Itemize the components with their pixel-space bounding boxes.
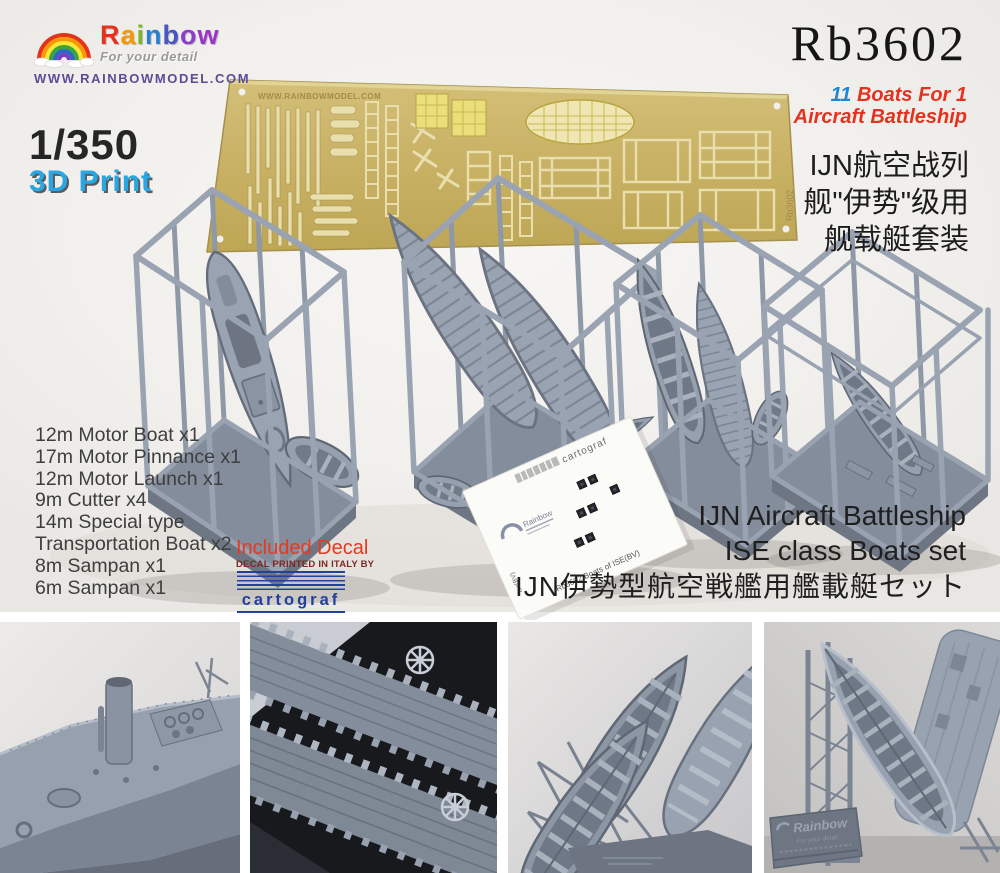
hull-deck-1	[250, 622, 497, 800]
subtitle-count: 11	[830, 84, 852, 106]
parts-list-line: 12m Motor Boat x1	[35, 424, 200, 446]
product-title-block: IJN Aircraft Battleship ISE class Boats …	[515, 498, 966, 605]
title-cn: IJN航空战列 舰"伊势"级用 舰载艇套装	[803, 148, 969, 259]
parts-list-line: 6m Sampan x1	[35, 576, 167, 599]
parts-list-line: 9m Cutter x4	[35, 489, 147, 512]
subtitle-line-2: Aircraft Battleship	[793, 106, 967, 128]
scale-label: 1/350	[29, 121, 140, 168]
print-cage-4	[761, 229, 1000, 575]
boat-on-support	[820, 641, 957, 837]
photo-stacked-boats-closeup	[508, 622, 752, 873]
title-cn-line-1: IJN航空战列	[809, 150, 969, 182]
hull-deck-2	[250, 701, 497, 873]
fret-oval-mesh	[525, 99, 635, 145]
fret-grid-panels	[415, 93, 487, 137]
ships-wheel-icon	[405, 645, 435, 675]
photo-base-brand-emboss: Rainbow	[792, 815, 848, 836]
fret-frame-parts	[466, 130, 776, 232]
product-title-jp: IJN伊勢型航空戦艦用艦載艇セット	[514, 571, 966, 602]
funnel	[98, 677, 133, 765]
rainbow-arc-icon	[34, 33, 94, 68]
brand-name: Rainbow	[100, 20, 220, 50]
included-decal-label: Included Decal	[236, 537, 369, 559]
parts-list-line: 8m Sampan x1	[35, 554, 167, 577]
product-title-en-1: IJN Aircraft Battleship	[698, 500, 966, 531]
parts-list-line: Transportation Boat x2	[35, 532, 232, 555]
photo-base-tagline-emboss: For your detail	[796, 834, 839, 845]
photo-boat-on-supports-closeup: Rainbow For your detail	[764, 622, 1000, 873]
photo-hull-interior-closeup	[250, 622, 497, 873]
decal-sheet-illustration: cartograf Rainbow	[462, 416, 695, 620]
decal-marks	[573, 473, 621, 548]
parts-list-line: 14m Special type	[35, 511, 185, 534]
brand-website: WWW.RAINBOWMODEL.COM	[34, 71, 251, 86]
main-photo: WWW.RAINBOWMODEL.COM Rb3602	[0, 0, 1000, 620]
resin-print-clusters-illustration: cartograf Rainbow	[50, 160, 1000, 620]
title-cn-line-2: 舰"伊势"级用	[803, 187, 969, 219]
brand-tagline: For your detail	[100, 49, 198, 64]
cartograf-bars	[237, 571, 345, 590]
ships-wheel-icon	[440, 792, 470, 822]
title-cn-line-3: 舰载艇套装	[823, 224, 969, 256]
decal-printed-by-label: DECAL PRINTED IN ITALY BY	[236, 559, 375, 570]
parts-list-line: 12m Motor Launch x1	[35, 467, 224, 490]
print-base	[568, 830, 752, 873]
deckhouse	[149, 699, 223, 747]
product-subtitle: 11 Boats For 1 Aircraft Battleship	[794, 84, 967, 128]
fret-ladder-parts	[365, 101, 533, 241]
decal-barcode	[514, 456, 560, 484]
stacked-boat	[508, 704, 672, 873]
stacked-boat-partial	[645, 632, 752, 851]
photo-motor-boat-closeup	[0, 622, 240, 873]
print-type-label: 3D Print	[29, 165, 153, 198]
subtitle-line-1: 11 Boats For 1	[830, 84, 967, 106]
brand-logo-block: Rainbow For your detail	[34, 22, 234, 68]
parts-list: 12m Motor Boat x1 17m Motor Pinnance x1 …	[35, 424, 241, 599]
cartograf-wordmark: cartograf	[237, 591, 345, 613]
print-base-plate: Rainbow For your detail	[769, 807, 863, 869]
fret-code-marking: Rb3602	[785, 189, 795, 221]
product-code: Rb3602	[790, 15, 967, 71]
product-title-en-2: ISE class Boats set	[724, 535, 966, 566]
cartograf-logo: cartograf	[237, 571, 345, 613]
rear-supports	[960, 817, 1000, 863]
fret-website-marking: WWW.RAINBOWMODEL.COM	[258, 92, 381, 101]
parts-list-line: 17m Motor Pinnance x1	[35, 445, 241, 468]
